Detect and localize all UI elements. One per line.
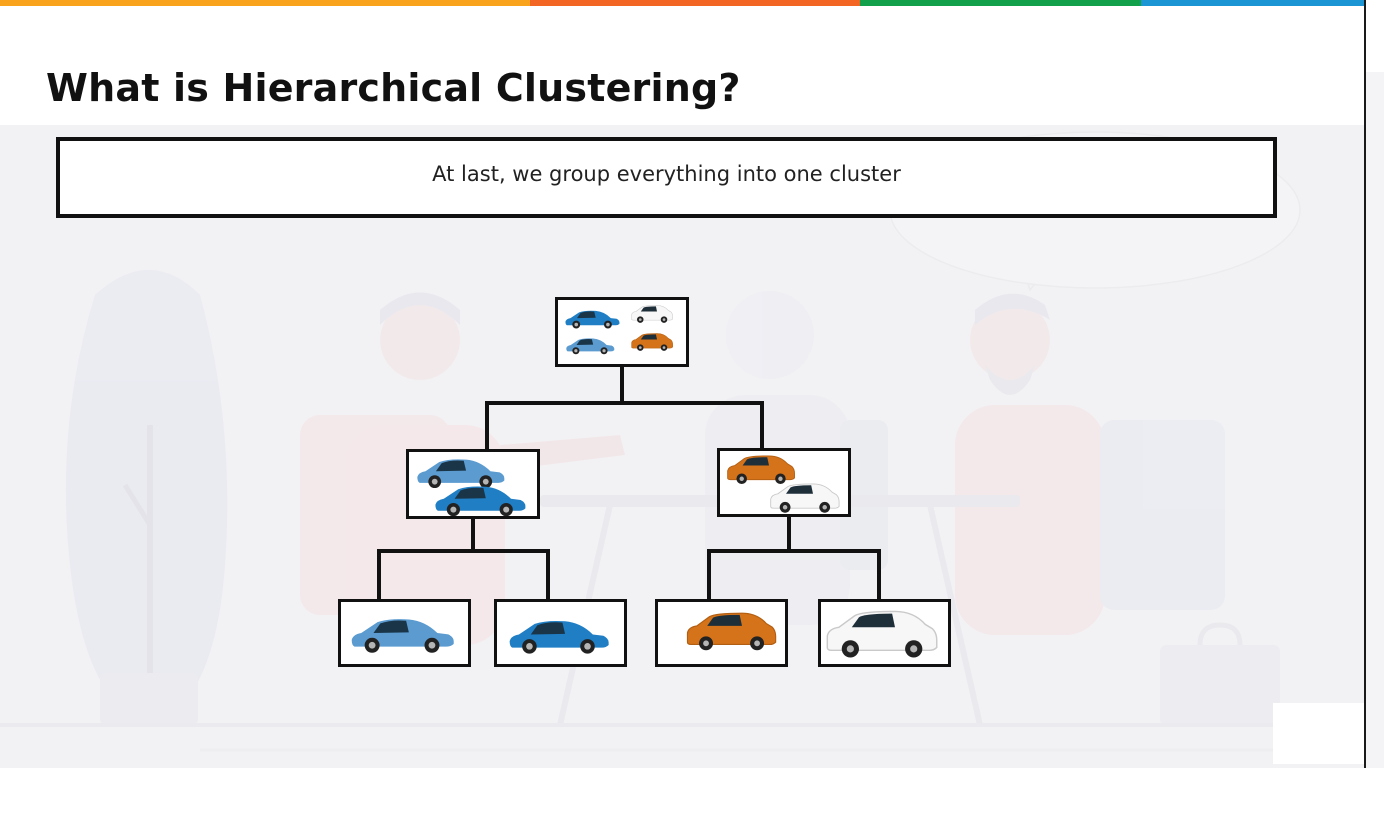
connector-line [877, 549, 881, 601]
connector-line [485, 401, 489, 451]
page-title: What is Hierarchical Clustering? [46, 66, 741, 110]
caption-text: At last, we group everything into one cl… [432, 161, 901, 186]
background-illustration [0, 131, 1364, 752]
connector-line [546, 549, 550, 601]
connector-line [377, 549, 550, 553]
connector-line [707, 549, 711, 601]
accent-bar [0, 0, 1364, 6]
right-edge-rule [1364, 0, 1366, 768]
right-edge-panel [1366, 72, 1384, 768]
connector-line [377, 549, 381, 601]
root-cluster-node [555, 297, 689, 367]
leaf-node-white-suv [818, 599, 951, 667]
connector-line [471, 516, 475, 552]
leaf-node-dark-blue-sedan [494, 599, 627, 667]
slide-background [0, 125, 1364, 768]
connector-line [707, 549, 881, 553]
caption-box: At last, we group everything into one cl… [56, 137, 1277, 218]
right-cluster-node [717, 448, 851, 517]
connector-line [787, 514, 791, 552]
leaf-node-light-blue-sedan [338, 599, 471, 667]
connector-line [760, 401, 764, 451]
corner-panel [1273, 703, 1364, 764]
connector-line [620, 364, 624, 404]
leaf-node-orange-suv [655, 599, 788, 667]
left-cluster-node [406, 449, 540, 519]
connector-line [485, 401, 764, 405]
